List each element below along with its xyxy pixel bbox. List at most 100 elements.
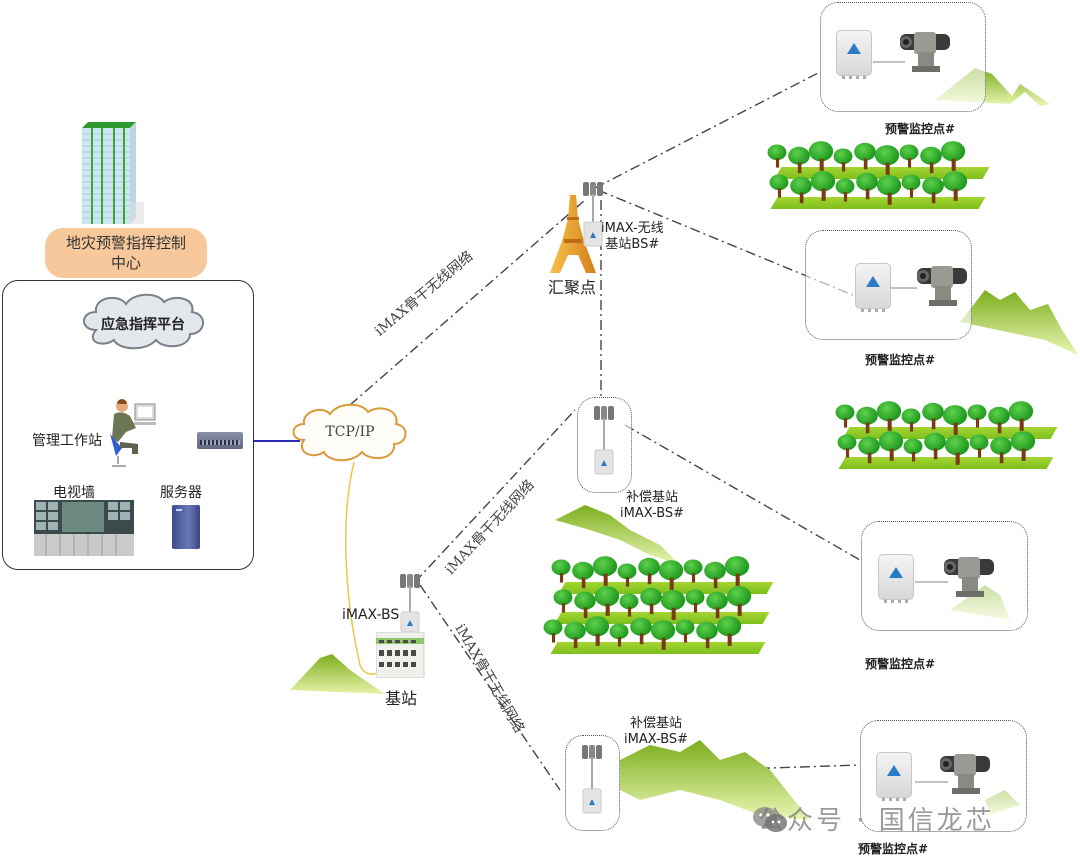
tree-icon [564, 621, 586, 649]
tree-icon [922, 402, 944, 430]
repeater-2-label-line1: 补偿基站 [630, 716, 683, 731]
tree-icon [942, 405, 968, 435]
watermark-text: 公众号 · 国信龙芯 [758, 806, 995, 836]
tree-icon [874, 145, 900, 175]
repeater-2-label-line2: iMAX-BS# [624, 732, 689, 747]
control-center-label-line1: 地灾预警指挥控制 [65, 234, 186, 252]
network-switch-icon [197, 432, 243, 449]
tree-icon [685, 589, 705, 613]
tree-icon [988, 406, 1010, 434]
base-station-antenna-icon [397, 574, 423, 634]
tree-icon [706, 591, 728, 619]
tree-icon [856, 172, 878, 200]
tree-icon [808, 141, 834, 171]
aggregation-bs-label-line1: iMAX-无线 [601, 221, 664, 236]
aggregation-antenna-icon [581, 182, 605, 248]
tree-icon [878, 431, 904, 461]
tree-icon [683, 559, 703, 583]
tree-icon [675, 619, 695, 643]
tree-icon [553, 589, 573, 613]
server-icon [172, 505, 200, 549]
tree-icon [638, 557, 660, 585]
mountain-repeater1 [555, 505, 680, 565]
tree-icon [658, 560, 684, 590]
tree-icon [899, 144, 919, 168]
monitor-point-1-label: 预警监控点# [885, 122, 956, 136]
repeater-2-antenna-icon [579, 745, 605, 815]
tcpip-label: TCP/IP [325, 424, 375, 440]
tree-icon [903, 438, 923, 462]
tree-icon [969, 434, 989, 458]
tree-icon [854, 142, 876, 170]
tree-icon [630, 617, 652, 645]
aggregation-label: 汇聚点 [548, 278, 597, 297]
tree-icon [876, 175, 902, 205]
repeater-1-antenna-icon [591, 406, 617, 476]
monitor-point-4-radio-icon [876, 752, 912, 801]
tree-icon [716, 616, 742, 646]
mountain-mp2 [960, 290, 1078, 355]
tree-icon [1008, 401, 1034, 431]
tree-icon [609, 623, 629, 647]
tree-icon [696, 621, 718, 649]
tree-icon [920, 146, 942, 174]
tree-icon [551, 559, 571, 583]
link-aggregation-mp1 [594, 71, 821, 189]
monitor-point-3-camera-icon [940, 555, 1002, 603]
monitor-point-1-camera-icon [896, 30, 958, 78]
control-center-label: 地灾预警指挥控制 中心 [45, 228, 207, 278]
tree-icon [726, 586, 752, 616]
tree-icon [924, 432, 946, 460]
repeater-1-label: 补偿基站 iMAX-BS# [620, 490, 684, 522]
tree-icon [592, 556, 618, 586]
tree-icon [940, 141, 966, 171]
control-center-label-line2: 中心 [110, 254, 141, 272]
link-bs-repeater2 [419, 584, 561, 791]
link-repeater1-mp3 [624, 424, 861, 561]
monitor-point-3-radio-icon [878, 554, 914, 603]
monitor-point-3-label: 预警监控点# [865, 657, 936, 671]
tree-icon [788, 146, 810, 174]
tree-icon [640, 587, 662, 615]
base-station-mountain-icon [290, 650, 385, 695]
tree-icon [833, 148, 853, 172]
monitor-point-4-camera-icon [936, 752, 998, 800]
repeater-1-label-line1: 补偿基站 [626, 490, 679, 505]
repeater-1-label-line2: iMAX-BS# [620, 506, 685, 521]
server-label: 服务器 [160, 485, 202, 501]
link-aggregation-mp2 [597, 189, 856, 297]
tree-icon [967, 404, 987, 428]
base-station-label: 基站 [385, 689, 418, 708]
tree-icon [574, 591, 596, 619]
tree-icon [767, 144, 787, 168]
monitor-point-1-radio-icon [836, 30, 872, 79]
tree-icon [619, 593, 639, 617]
tree-icon [769, 174, 789, 198]
tree-icon [876, 401, 902, 431]
mountain-repeater2 [620, 740, 810, 820]
tree-icon [584, 616, 610, 646]
aggregation-tower-icon [548, 195, 598, 275]
tree-icon [835, 404, 855, 428]
aggregation-bs-label-line2: 基站BS# [605, 237, 660, 252]
base-station-building-icon [375, 631, 428, 679]
emergency-platform-cloud: 应急指挥平台 [78, 290, 208, 352]
tree-icon [1010, 431, 1036, 461]
tree-icon [837, 434, 857, 458]
tree-icon [944, 435, 970, 465]
tree-icon [901, 408, 921, 432]
video-wall-icon [34, 500, 134, 556]
wechat-icon [752, 805, 788, 835]
base-station-bs-label: iMAX-BS [342, 607, 400, 623]
monitor-point-2-radio-icon [855, 263, 891, 312]
aggregation-bs-label: iMAX-无线 基站BS# [601, 221, 664, 253]
tree-icon [901, 174, 921, 198]
monitor-point-2-camera-icon [913, 264, 975, 312]
tree-icon [810, 171, 836, 201]
tree-icon [543, 619, 563, 643]
link-bs-repeater1 [414, 409, 576, 583]
tree-icon [572, 561, 594, 589]
tree-icon [724, 556, 750, 586]
tree-icon [922, 176, 944, 204]
tree-icon [990, 436, 1012, 464]
